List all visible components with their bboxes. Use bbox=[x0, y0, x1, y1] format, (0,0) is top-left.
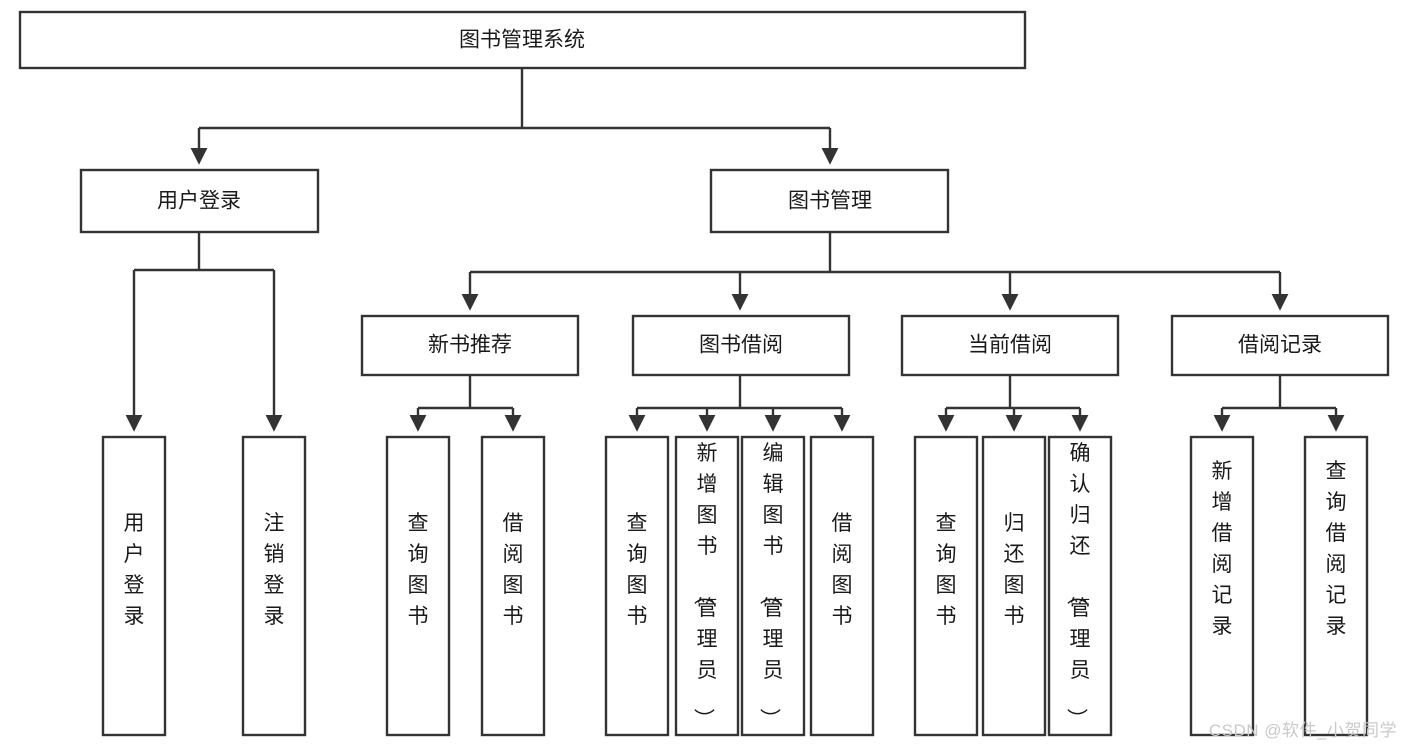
node-book-manage[interactable]: 图书管理 bbox=[709, 168, 950, 234]
node-book-borrow-box[interactable] bbox=[631, 314, 851, 377]
leaf-add-record-box[interactable] bbox=[1189, 435, 1255, 737]
leaf-user-login-label: 用户登录 bbox=[124, 512, 145, 628]
leaf-confirm-return-label: 确认归还（管理员） bbox=[1065, 442, 1091, 729]
leaf-add-book-box[interactable] bbox=[674, 435, 740, 737]
node-current-borrow-box[interactable] bbox=[900, 314, 1120, 377]
leaf-user-logout[interactable]: 注销登录 bbox=[241, 435, 307, 737]
leaf-return-book[interactable]: 归还图书 bbox=[981, 435, 1047, 737]
leaf-query-record-box[interactable] bbox=[1303, 435, 1369, 737]
connector-layer bbox=[125, 68, 1345, 432]
leaf-query-book-1-box[interactable] bbox=[385, 435, 451, 737]
node-book-borrow-label: 图书借阅 bbox=[699, 334, 783, 357]
node-book-manage-label: 图书管理 bbox=[788, 190, 872, 213]
leaf-query-book-2-label: 查询图书 bbox=[627, 512, 648, 628]
leaf-query-book-1[interactable]: 查询图书 bbox=[385, 435, 451, 737]
node-user-login[interactable]: 用户登录 bbox=[79, 168, 320, 234]
leaf-borrow-book-1-box[interactable] bbox=[480, 435, 546, 737]
leaf-query-book-3[interactable]: 查询图书 bbox=[913, 435, 979, 737]
leaf-add-book[interactable]: 新增图书（管理员） bbox=[674, 435, 740, 737]
leaf-borrow-book-2-label: 借阅图书 bbox=[832, 512, 853, 628]
leaf-query-record[interactable]: 查询借阅记录 bbox=[1303, 435, 1369, 737]
leaf-add-book-label: 新增图书（管理员） bbox=[692, 442, 718, 729]
node-new-book-recommend-box[interactable] bbox=[360, 314, 580, 377]
leaf-user-logout-box[interactable] bbox=[241, 435, 307, 737]
node-root-label: 图书管理系统 bbox=[459, 29, 585, 52]
node-borrow-record[interactable]: 借阅记录 bbox=[1170, 314, 1390, 377]
leaf-user-login[interactable]: 用户登录 bbox=[101, 435, 167, 737]
leaf-query-record-label: 查询借阅记录 bbox=[1326, 460, 1347, 638]
node-current-borrow[interactable]: 当前借阅 bbox=[900, 314, 1120, 377]
node-new-book-recommend[interactable]: 新书推荐 bbox=[360, 314, 580, 377]
node-root-box[interactable] bbox=[18, 10, 1027, 70]
csdn-watermark: CSDN @软件_小贺同学 bbox=[1208, 721, 1397, 740]
node-user-login-label: 用户登录 bbox=[157, 190, 241, 213]
leaf-query-book-3-box[interactable] bbox=[913, 435, 979, 737]
node-root[interactable]: 图书管理系统 bbox=[18, 10, 1027, 70]
node-borrow-record-label: 借阅记录 bbox=[1238, 334, 1322, 357]
node-borrow-record-box[interactable] bbox=[1170, 314, 1390, 377]
leaf-user-logout-label: 注销登录 bbox=[264, 512, 285, 628]
leaf-borrow-book-2-box[interactable] bbox=[809, 435, 875, 737]
leaf-query-book-3-label: 查询图书 bbox=[936, 512, 957, 628]
node-new-book-recommend-label: 新书推荐 bbox=[428, 334, 512, 357]
leaf-edit-book-box[interactable] bbox=[740, 435, 806, 737]
leaf-borrow-book-1[interactable]: 借阅图书 bbox=[480, 435, 546, 737]
leaf-query-book-2-box[interactable] bbox=[604, 435, 670, 737]
leaf-edit-book[interactable]: 编辑图书（管理员） bbox=[740, 435, 806, 737]
leaf-confirm-return[interactable]: 确认归还（管理员） bbox=[1047, 435, 1113, 737]
leaf-add-record-label: 新增借阅记录 bbox=[1212, 460, 1233, 638]
node-book-borrow[interactable]: 图书借阅 bbox=[631, 314, 851, 377]
node-current-borrow-label: 当前借阅 bbox=[968, 334, 1052, 357]
leaf-borrow-book-2[interactable]: 借阅图书 bbox=[809, 435, 875, 737]
leaf-borrow-book-1-label: 借阅图书 bbox=[503, 512, 524, 628]
leaf-user-login-box[interactable] bbox=[101, 435, 167, 737]
leaf-edit-book-label: 编辑图书（管理员） bbox=[758, 442, 784, 729]
leaf-query-book-2[interactable]: 查询图书 bbox=[604, 435, 670, 737]
leaf-confirm-return-box[interactable] bbox=[1047, 435, 1113, 737]
node-book-manage-box[interactable] bbox=[709, 168, 950, 234]
leaf-return-book-box[interactable] bbox=[981, 435, 1047, 737]
leaf-add-record[interactable]: 新增借阅记录 bbox=[1189, 435, 1255, 737]
node-user-login-box[interactable] bbox=[79, 168, 320, 234]
leaf-query-book-1-label: 查询图书 bbox=[408, 512, 429, 628]
leaf-return-book-label: 归还图书 bbox=[1004, 512, 1025, 628]
